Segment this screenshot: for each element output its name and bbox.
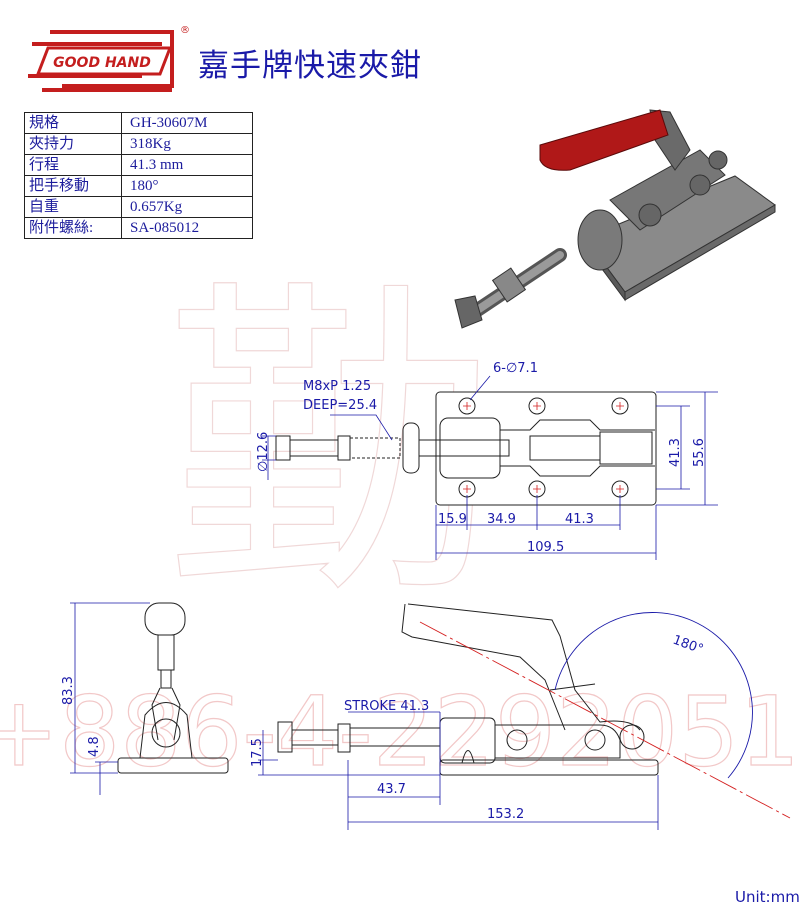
end-view bbox=[117, 602, 229, 774]
spec-value: GH-30607M bbox=[121, 112, 253, 134]
dim-41-3-vertical: 41.3 bbox=[668, 438, 683, 467]
dim-17-5: 17.5 bbox=[250, 738, 265, 767]
thread-depth-label: DEEP=25.4 bbox=[303, 398, 377, 413]
registered-mark: ® bbox=[180, 25, 190, 36]
dim-43-7: 43.7 bbox=[377, 782, 406, 797]
dim-41-3-horizontal: 41.3 bbox=[565, 512, 594, 527]
svg-text:GOOD HAND: GOOD HAND bbox=[53, 55, 151, 71]
angle-arc bbox=[554, 612, 753, 779]
dim-15-9: 15.9 bbox=[438, 512, 467, 527]
dim-153-2: 153.2 bbox=[487, 807, 524, 822]
top-view bbox=[275, 391, 657, 506]
dim-4-8: 4.8 bbox=[87, 736, 102, 757]
spec-value: 41.3 mm bbox=[121, 154, 253, 176]
unit-label: Unit:mm bbox=[735, 888, 800, 906]
dim-109-5: 109.5 bbox=[527, 540, 564, 555]
product-render bbox=[454, 109, 776, 329]
spec-label: 把手移動 bbox=[24, 175, 122, 197]
rod-diameter-dim: ∅12.6 bbox=[256, 432, 271, 472]
spec-label: 附件螺絲: bbox=[24, 217, 122, 239]
good-hand-logo: GOOD HAND ® bbox=[28, 25, 190, 92]
spec-value: SA-085012 bbox=[121, 217, 253, 239]
top-view-dimensions bbox=[262, 375, 718, 560]
dim-83-3: 83.3 bbox=[61, 676, 76, 705]
dim-34-9: 34.9 bbox=[487, 512, 516, 527]
table-row: 附件螺絲:SA-085012 bbox=[24, 217, 253, 239]
page-title: 嘉手牌快速夾鉗 bbox=[198, 48, 422, 84]
spec-value: 0.657Kg bbox=[121, 196, 253, 218]
handle-centerline bbox=[419, 621, 791, 819]
hole-label: 6-∅7.1 bbox=[493, 361, 538, 376]
thread-label: M8xP 1.25 bbox=[303, 379, 371, 394]
dim-55-6: 55.6 bbox=[692, 438, 707, 467]
angle-label: 180° bbox=[671, 633, 706, 658]
watermark-phone: +886-4-22920518 bbox=[0, 676, 800, 788]
stroke-label: STROKE 41.3 bbox=[344, 699, 429, 714]
